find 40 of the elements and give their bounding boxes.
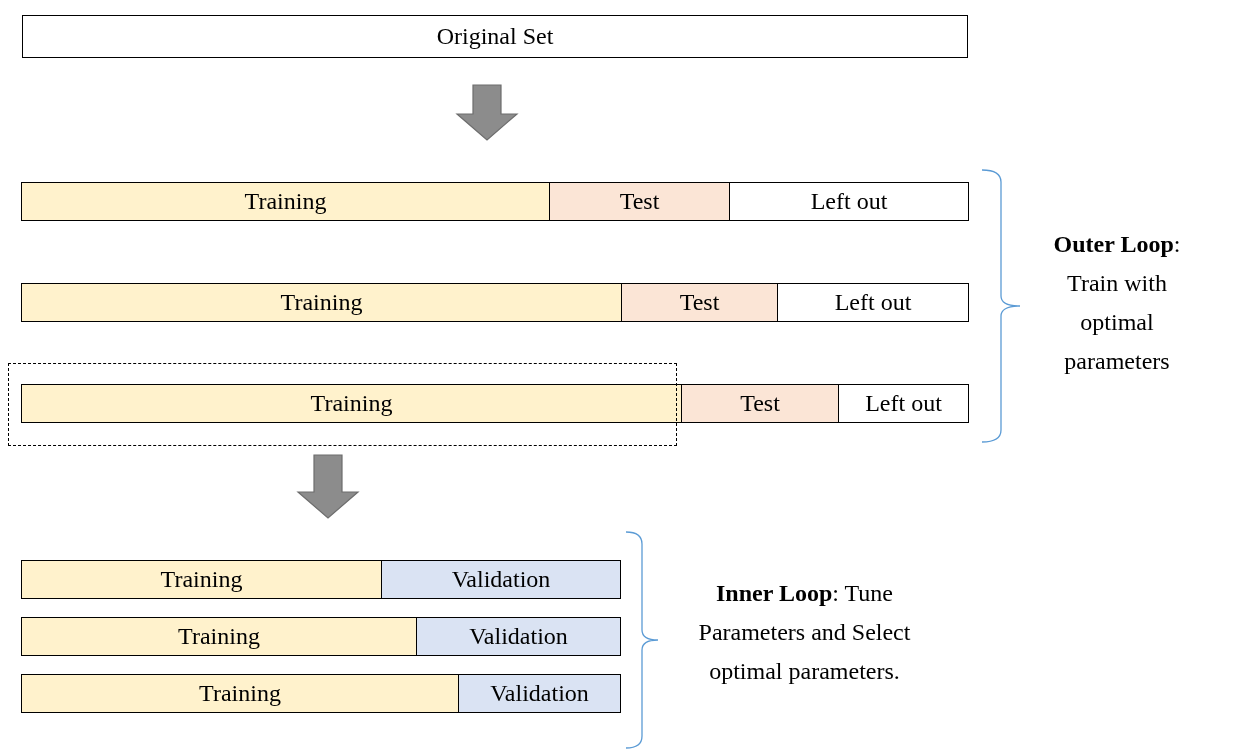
bar-label: Left out bbox=[810, 188, 888, 215]
block-arrow bbox=[296, 454, 360, 519]
segment bbox=[22, 284, 621, 321]
segment bbox=[621, 284, 777, 321]
segment bbox=[22, 561, 381, 598]
bar-label: Test bbox=[679, 289, 720, 316]
bar-label: Validation bbox=[490, 680, 589, 707]
data-bar bbox=[22, 385, 968, 422]
segment bbox=[381, 561, 620, 598]
data-set-box bbox=[22, 15, 968, 58]
data-bar bbox=[22, 284, 968, 321]
data-bar bbox=[22, 675, 620, 712]
bar-label: Validation bbox=[451, 566, 551, 593]
dashed-selection-box bbox=[8, 363, 677, 446]
segment bbox=[681, 385, 838, 422]
bar-label: Test bbox=[619, 188, 660, 215]
segment bbox=[22, 618, 416, 655]
data-bar bbox=[22, 183, 968, 220]
bar-label: Training bbox=[244, 188, 327, 215]
segment bbox=[22, 183, 549, 220]
block-arrow bbox=[455, 84, 519, 141]
segment bbox=[416, 618, 620, 655]
bar-label: Training bbox=[280, 289, 363, 316]
bar-label: Left out bbox=[834, 289, 912, 316]
bar-label: Training bbox=[178, 623, 260, 650]
segment bbox=[22, 385, 681, 422]
data-bar bbox=[22, 618, 620, 655]
segment bbox=[458, 675, 620, 712]
bar-label: Training bbox=[160, 566, 243, 593]
bar-label: Original Set bbox=[436, 23, 554, 50]
bar-label: Test bbox=[740, 390, 780, 417]
bar-label: Left out bbox=[865, 390, 942, 417]
bar-label: Validation bbox=[469, 623, 568, 650]
loop-description: Outer Loop: Train with optimal parameters bbox=[1052, 230, 1182, 376]
data-bar bbox=[22, 561, 620, 598]
loop-description: Inner Loop: Tune Parameters and Select optimal parameters. bbox=[697, 579, 912, 686]
bar-label: Training bbox=[199, 680, 281, 707]
bar-label: Training bbox=[310, 390, 393, 417]
segment bbox=[22, 675, 458, 712]
segment bbox=[549, 183, 729, 220]
